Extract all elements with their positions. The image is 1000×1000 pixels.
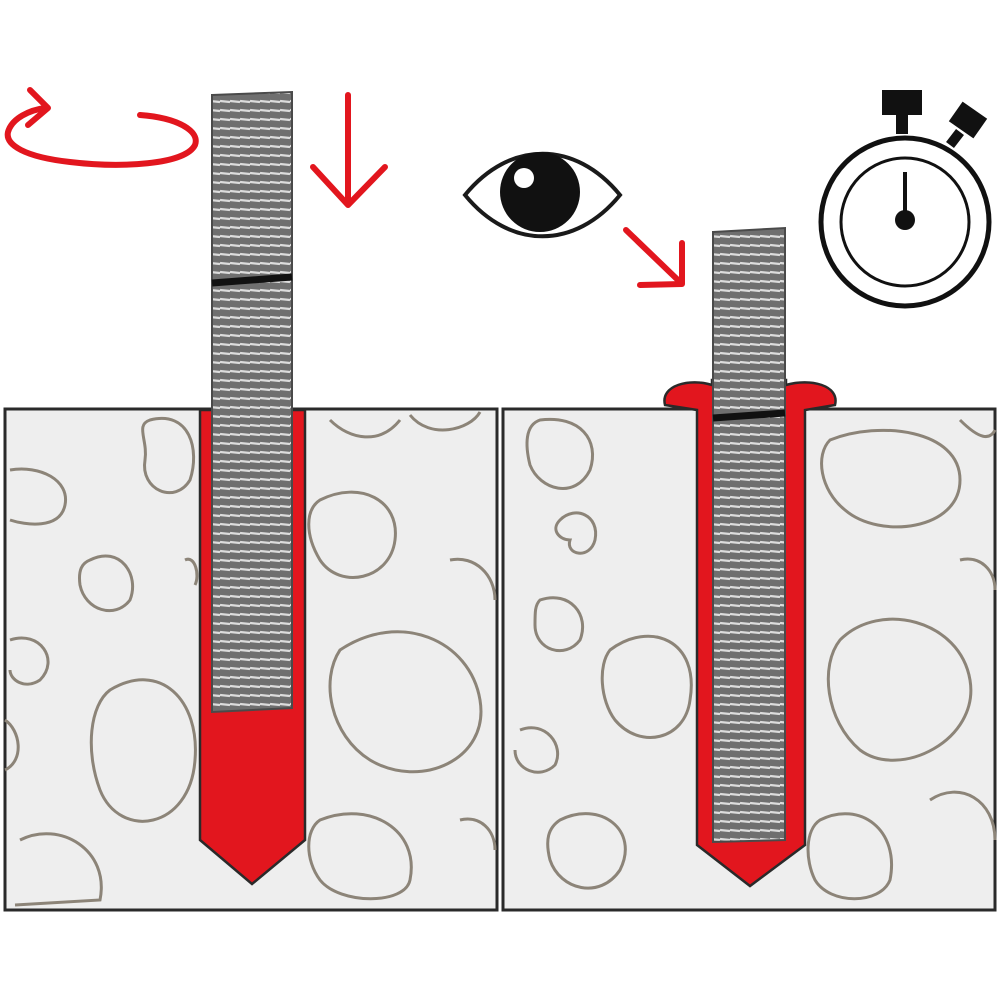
aggregate-stones [513, 417, 997, 901]
aggregate-stones [4, 411, 497, 907]
eye-icon [462, 151, 623, 239]
stopwatch-icon [818, 90, 992, 309]
depth-mark [712, 409, 786, 422]
diagonal-arrow-icon [623, 227, 685, 288]
down-arrow-icon [310, 92, 388, 208]
threaded-rod-right [712, 226, 786, 844]
depth-mark [211, 273, 293, 287]
threaded-rod-left [211, 90, 293, 714]
rotate-arrow-icon [4, 87, 199, 168]
